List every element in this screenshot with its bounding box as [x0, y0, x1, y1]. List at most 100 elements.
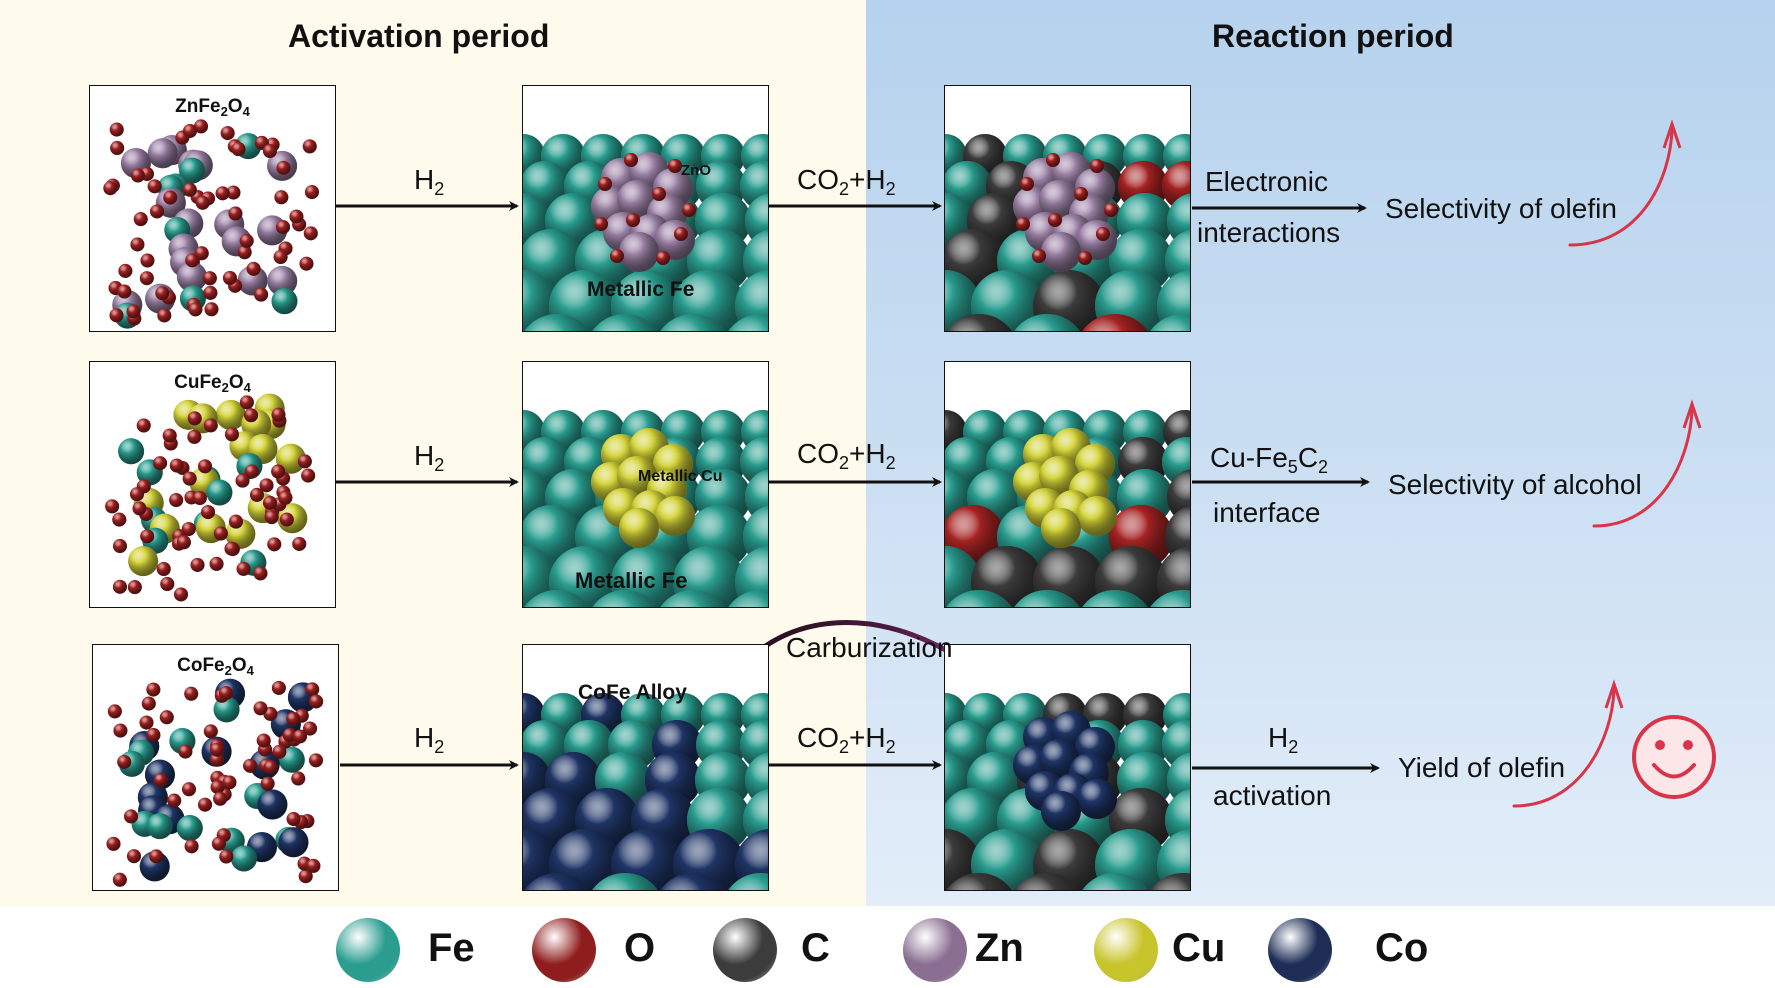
o-atom-shade: [146, 682, 161, 697]
o-atom-shade: [224, 541, 239, 556]
fe-atom-shade: [728, 873, 768, 890]
mechanism-1-line2: interactions: [1197, 217, 1341, 248]
legend-label: C: [801, 926, 830, 970]
effect-alcohol-selectivity: Selectivity of alcohol: [1388, 469, 1642, 500]
o-atom-shade: [226, 185, 241, 200]
o-atom-shade: [235, 473, 250, 488]
o-atom-shade: [624, 153, 638, 167]
reacted-cu-panel: [944, 361, 1191, 608]
activation-period-title: Activation period: [288, 18, 550, 54]
co-atom-shade: [660, 873, 726, 890]
o-atom-shade: [194, 119, 209, 134]
o-atom-shade: [1082, 314, 1148, 331]
o-atom-shade: [184, 686, 199, 701]
activated-cu-fe-panel: Metallic Cu Metallic Fe: [522, 361, 769, 608]
o-atom-shade: [302, 139, 317, 154]
o-atom-shade: [219, 686, 234, 701]
co-on-carbide-surface-model: [945, 693, 1190, 890]
cofe-alloy-label: CoFe Alloy: [578, 681, 687, 704]
o-atom-shade: [203, 724, 218, 739]
cu-atom-shade: [1041, 508, 1081, 548]
cu-atom-shade: [128, 546, 159, 577]
zn-atom-shade: [267, 265, 298, 296]
o-atom-shade: [124, 809, 139, 824]
o-atom-shade: [656, 251, 670, 265]
o-atom-shade: [126, 849, 141, 864]
o-atom-shade: [239, 395, 254, 410]
mechanism-2-line1: Cu-Fe5C2: [1210, 442, 1329, 477]
c-atom-icon: [713, 918, 777, 982]
o-atom-shade: [219, 849, 234, 864]
reacted-co-panel: [944, 644, 1191, 891]
o-atom-shade: [210, 780, 225, 795]
o-atom-shade: [272, 744, 287, 759]
o-atom-shade: [224, 427, 239, 442]
o-atom-shade: [682, 203, 696, 217]
o-atom-shade: [160, 577, 175, 592]
o-atom-shade: [263, 760, 278, 775]
reaction-reagent-1: CO2+H2: [797, 164, 896, 199]
o-atom-shade: [306, 858, 321, 873]
cu-atom-shade: [1077, 496, 1117, 536]
o-atom-shade: [167, 793, 182, 808]
o-atom-shade: [209, 556, 224, 571]
metallic-cu-label: Metallic Cu: [638, 468, 723, 485]
o-atom-shade: [176, 535, 191, 550]
c-atom-shade: [1150, 873, 1190, 890]
legend-label: O: [624, 926, 656, 970]
o-atom-shade: [198, 797, 213, 812]
c-atom-shade: [946, 314, 1012, 331]
o-atom-shade: [598, 177, 612, 191]
fe-atom-shade: [660, 314, 726, 331]
o-atom-shade: [253, 701, 268, 716]
o-atom-icon: [532, 918, 596, 982]
o-atom-shade: [181, 522, 196, 537]
o-atom-shade: [254, 287, 269, 302]
o-atom-shade: [1020, 177, 1034, 191]
o-atom-shade: [303, 721, 318, 736]
o-atom-shade: [249, 487, 264, 502]
legend-label: Cu: [1172, 926, 1226, 970]
o-atom-shade: [292, 729, 307, 744]
fe-atom-shade: [213, 696, 240, 723]
o-atom-shade: [237, 245, 252, 260]
o-atom-shade: [117, 754, 132, 769]
o-atom-shade: [276, 220, 291, 235]
o-atom-shade: [169, 458, 184, 473]
fe-atom-icon: [336, 918, 400, 982]
fe-atom-shade: [592, 590, 658, 607]
fe-atom-shade: [728, 314, 768, 331]
o-atom-shade: [132, 501, 147, 516]
o-atom-shade: [105, 499, 120, 514]
reaction-reagent-2: CO2+H2: [797, 438, 896, 473]
o-atom-shade: [308, 753, 323, 768]
o-atom-shade: [278, 490, 293, 505]
o-atom-shade: [184, 839, 199, 854]
o-atom-shade: [153, 456, 168, 471]
zno-on-fe-surface-model: [523, 134, 768, 331]
metallic-fe-label: Metallic Fe: [575, 568, 688, 593]
o-atom-shade: [1104, 203, 1118, 217]
o-atom-shade: [215, 186, 230, 201]
o-atom-shade: [187, 411, 202, 426]
co-atom-shade: [257, 789, 288, 820]
cofe2o4-precursor-panel: CoFe2O4: [92, 644, 339, 891]
o-atom-shade: [244, 464, 259, 479]
o-atom-shade: [1096, 227, 1110, 241]
o-atom-shade: [309, 694, 324, 709]
fe-atom-shade: [660, 590, 726, 607]
o-atom-shade: [267, 537, 282, 552]
smiley-face-icon: [1632, 715, 1716, 799]
o-atom-shade: [106, 836, 121, 851]
o-atom-shade: [198, 459, 213, 474]
upward-curved-arrow-icon: [1592, 399, 1702, 528]
co-atom-shade: [524, 873, 590, 890]
o-atom-shade: [273, 250, 288, 265]
legend-label: Co: [1375, 926, 1429, 970]
o-atom-shade: [139, 271, 154, 286]
o-atom-shade: [239, 233, 254, 248]
fe-atom-shade: [524, 314, 590, 331]
fe-atom-shade: [1014, 314, 1080, 331]
o-atom-shade: [297, 454, 312, 469]
fe-atom-shade: [592, 314, 658, 331]
